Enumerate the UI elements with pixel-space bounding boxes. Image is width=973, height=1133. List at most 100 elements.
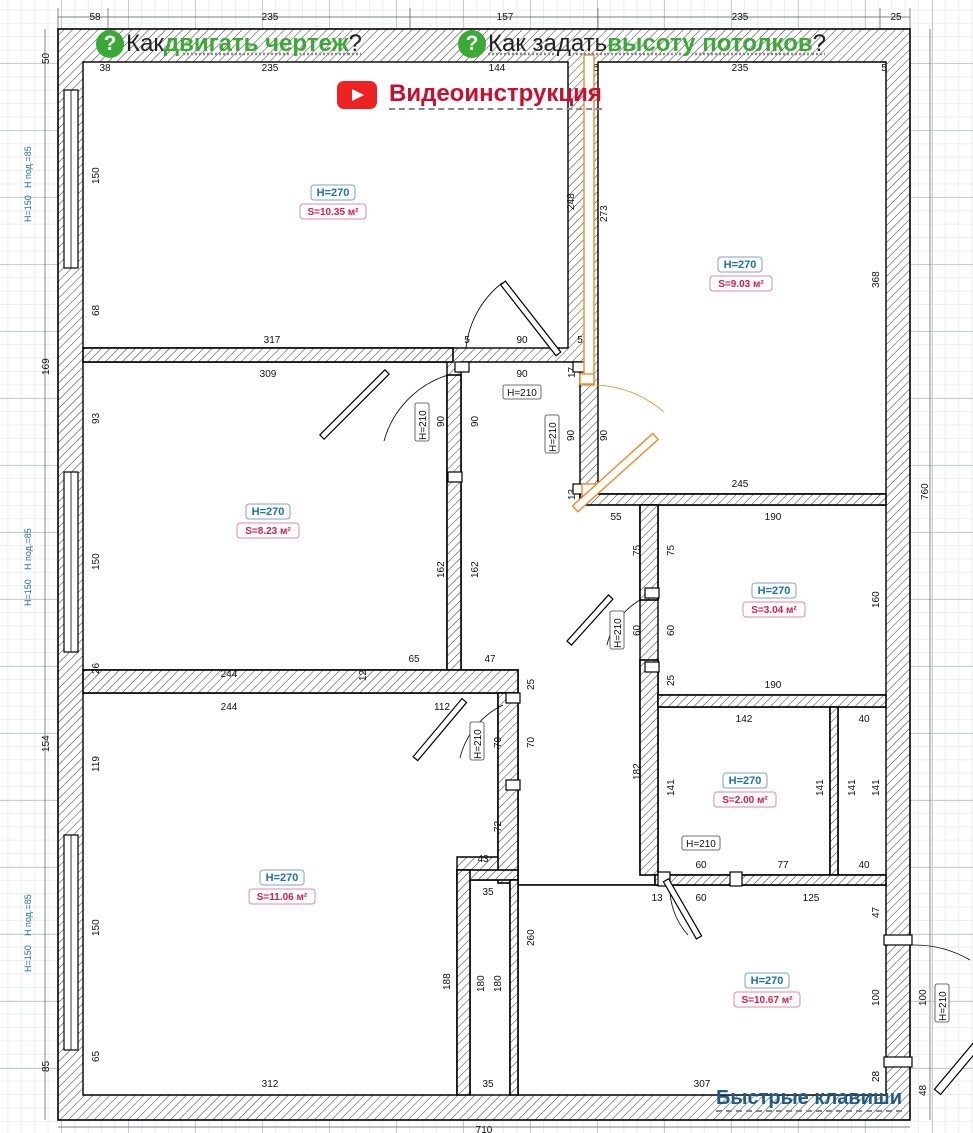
svg-text:S=2.00 м²: S=2.00 м² <box>722 795 768 806</box>
partitions <box>82 347 887 1096</box>
dim: 5 <box>577 335 583 346</box>
question-icon: ? <box>96 30 124 58</box>
svg-text:S=8.23 м²: S=8.23 м² <box>245 526 291 537</box>
dim-inner: 5 <box>593 63 599 74</box>
dim: 190 <box>765 680 782 691</box>
room-area-badge: S=2.00 м² <box>713 791 777 808</box>
room-height-badge: H=270 <box>259 869 305 886</box>
svg-text:H=210: H=210 <box>938 991 949 1021</box>
left-dimension-line: 50 169 154 85 <box>41 29 52 1120</box>
svg-text:H=210: H=210 <box>613 618 624 648</box>
window-h-label: H=150 <box>23 579 33 606</box>
dim: 35 <box>482 887 494 898</box>
help-ceiling-prefix: Как задать <box>488 30 608 57</box>
door-height-badge: H=210 <box>414 402 430 442</box>
dim-left-2: 169 <box>41 358 52 375</box>
help-ceiling-suffix: ? <box>812 30 826 57</box>
dim: 48 <box>918 1084 929 1096</box>
dim: 72 <box>493 820 504 832</box>
room-area-badge: S=3.04 м² <box>742 601 806 618</box>
dim: 112 <box>434 702 450 713</box>
room-height-badge: H=270 <box>717 256 763 273</box>
video-instruction-link[interactable]: Видеоинструкция <box>337 80 602 110</box>
dim-inner: 144 <box>489 63 506 74</box>
dim: 141 <box>871 779 882 796</box>
help-ceiling-link[interactable]: ? Как задать высоту потолков ? <box>458 28 826 60</box>
dim: 190 <box>765 512 782 523</box>
room-height-badge: H=270 <box>722 772 768 789</box>
dim: 244 <box>221 669 238 680</box>
svg-text:H=270: H=270 <box>729 775 762 787</box>
dim: 309 <box>260 369 277 380</box>
dim: 317 <box>264 335 281 346</box>
dim: 150 <box>91 553 102 570</box>
dim: 90 <box>599 429 610 441</box>
dim: 90 <box>516 369 528 380</box>
dim: 60 <box>632 624 643 636</box>
dim: 60 <box>695 893 707 904</box>
dim-bottom-0: 710 <box>476 1125 493 1133</box>
window-sill-label: H под.=85 <box>23 146 33 188</box>
dim: 75 <box>666 544 677 556</box>
dim: 90 <box>436 415 447 427</box>
svg-text:H=270: H=270 <box>758 585 791 597</box>
room-area-badge: S=11.06 м² <box>248 888 316 905</box>
dim-left-0: 50 <box>41 52 52 64</box>
dim-top-1: 235 <box>262 12 279 23</box>
dim: 65 <box>91 1050 102 1062</box>
video-instruction-label[interactable]: Видеоинструкция <box>389 80 602 110</box>
door-height-badge: H=210 <box>469 721 485 761</box>
dim: 312 <box>262 1079 279 1090</box>
svg-text:S=10.67 м²: S=10.67 м² <box>741 995 793 1006</box>
dim: 70 <box>526 736 537 748</box>
dim: 40 <box>858 714 870 725</box>
help-ceiling-link-text[interactable]: высоту потолков <box>607 30 813 57</box>
rooms <box>82 61 887 1096</box>
window-sill-label: H под.=85 <box>23 528 33 570</box>
dim: 90 <box>470 415 481 427</box>
dim-left-3: 154 <box>41 735 52 752</box>
dim: 12 <box>358 669 369 681</box>
room-badges[interactable]: H=270 S=10.35 м² H=270 S=9.03 м² H=270 S… <box>236 184 806 1008</box>
svg-text:S=9.03 м²: S=9.03 м² <box>718 279 764 290</box>
door-height-badge: H=210 <box>934 983 950 1023</box>
dim: 307 <box>694 1079 711 1090</box>
dim: 150 <box>91 167 102 184</box>
door-height-badge: H=210 <box>502 384 542 400</box>
door-height-badge: H=210 <box>609 610 625 650</box>
dim: 141 <box>815 779 826 796</box>
svg-text:H=210: H=210 <box>686 839 716 850</box>
hotkeys-link[interactable]: Быстрые клавиши <box>716 1086 902 1112</box>
dim: 160 <box>871 591 882 608</box>
help-drag-link[interactable]: ? Как двигать чертеж ? <box>96 28 362 60</box>
dim: 125 <box>803 893 820 904</box>
dim-left-4: 85 <box>41 1060 52 1072</box>
right-dimension-line: 760 <box>920 29 931 1120</box>
help-drag-suffix: ? <box>348 30 362 57</box>
room-height-badge: H=270 <box>744 972 790 989</box>
svg-text:H=210: H=210 <box>548 422 559 452</box>
dim: 141 <box>847 779 858 796</box>
door-height-badge: H=210 <box>681 835 721 851</box>
door-height-badge: H=210 <box>544 414 560 454</box>
dim: 90 <box>566 429 577 441</box>
dim: 77 <box>777 860 789 871</box>
dim: 60 <box>666 624 677 636</box>
svg-text:S=3.04 м²: S=3.04 м² <box>751 605 797 616</box>
bottom-dimension-line: 710 <box>58 1125 910 1133</box>
door-height-labels: H=210 H=210 H=210 H=210 H=210 H=210 H=21… <box>414 384 950 1023</box>
svg-text:H=270: H=270 <box>317 187 350 199</box>
room-area-badge: S=8.23 м² <box>236 522 300 539</box>
inner-top-dims: 38 235 144 5 235 5 <box>99 63 887 74</box>
dim: 100 <box>871 989 882 1006</box>
svg-text:H=270: H=270 <box>252 506 285 518</box>
dim-right-0: 760 <box>920 483 931 500</box>
dim: 75 <box>632 544 643 556</box>
dim: 142 <box>736 714 753 725</box>
help-drag-link-text[interactable]: двигать чертеж <box>163 30 349 57</box>
dim: 47 <box>871 906 882 918</box>
dim-inner: 5 <box>881 63 887 74</box>
dim: 245 <box>732 479 749 490</box>
doors[interactable] <box>318 54 973 1096</box>
